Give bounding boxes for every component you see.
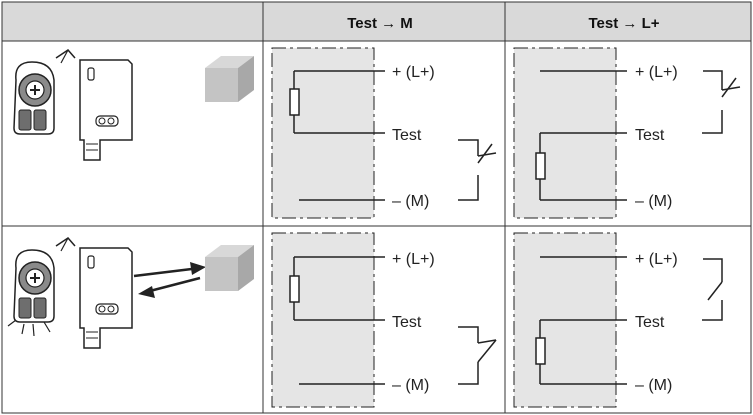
resistor-icon: [535, 337, 546, 365]
label-test: Test: [392, 127, 422, 144]
header-test-to-lplus: Test → L+: [589, 15, 660, 32]
beam-arrows-icon: [133, 262, 206, 298]
label-test: Test: [392, 314, 422, 331]
label-supply: + (L+): [392, 64, 435, 81]
label-ground: – (M): [392, 377, 429, 394]
resistor-icon: [535, 152, 546, 180]
circuit-row2-test-to-lplus: + (L+) Test – (M): [513, 232, 723, 408]
sensor-boundary: [513, 47, 617, 219]
label-ground: – (M): [635, 377, 672, 394]
sensor-boundary: [271, 232, 375, 408]
label-supply: + (L+): [392, 251, 435, 268]
sensor-boundary: [271, 47, 375, 219]
resistor-icon: [289, 88, 300, 116]
target-cube-icon: [205, 245, 254, 291]
test-switch-icon: [702, 70, 741, 134]
target-cube-icon: [205, 56, 254, 102]
circuit-row1-test-to-lplus: + (L+) Test – (M): [513, 47, 741, 219]
sensor-boundary: [513, 232, 617, 408]
resistor-icon: [289, 275, 300, 303]
indicator-light-rays-icon: [7, 319, 51, 337]
circuit-row2-test-to-m: + (L+) Test – (M): [271, 232, 497, 408]
label-ground: – (M): [635, 193, 672, 210]
sensor-illustration-no-target: [13, 49, 254, 161]
sensor-illustration-target-detected: [7, 237, 254, 349]
header-test-to-m: Test → M: [347, 15, 413, 32]
label-supply: + (L+): [635, 251, 678, 268]
label-test: Test: [635, 127, 665, 144]
label-test: Test: [635, 314, 665, 331]
sensor-body-icon: [79, 247, 133, 349]
circuit-row1-test-to-m: + (L+) Test – (M): [271, 47, 497, 219]
table-header-band: [2, 2, 751, 41]
label-ground: – (M): [392, 193, 429, 210]
sensor-body-icon: [79, 59, 133, 161]
adjustment-knob-icon: [13, 61, 55, 135]
test-switch-icon: [702, 258, 723, 321]
test-switch-icon: [458, 326, 497, 385]
adjustment-knob-icon: [13, 249, 55, 323]
label-supply: + (L+): [635, 64, 678, 81]
test-switch-icon: [458, 139, 497, 201]
